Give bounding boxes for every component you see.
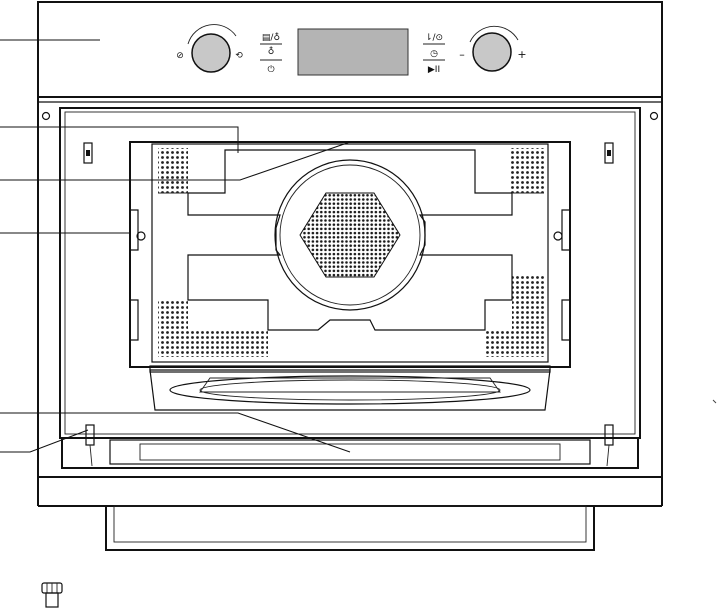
right-button-group: ⇂/⊙ ◷ ▶II [423,33,445,75]
left-knob-symbol-left: ⊘ [176,51,184,61]
minus-label: – [459,48,465,61]
screw-icon [649,111,659,121]
left-knob-symbol-right: ⟲ [235,51,243,61]
turntable [149,365,551,411]
fan-cover [274,159,426,311]
knob-icon [472,32,512,72]
right-button-1[interactable]: ⇂/⊙ [425,33,443,43]
accessory-icon [41,582,63,608]
door-hinge-icon [85,424,95,446]
door-latch-right [604,142,614,164]
oven-outer-frame [37,1,663,478]
plus-label: + [517,48,526,61]
oven-base [37,477,663,551]
vent-bottom-right-ext [485,330,512,357]
left-button-2[interactable]: ♁ [268,46,275,57]
vent-bottom-left-ext [188,330,268,357]
vent-bottom-left [158,300,188,357]
display-screen [297,28,409,76]
door-hinge-icon [604,424,614,446]
door-handle [109,439,591,465]
back-panel-emboss [187,149,513,331]
turntable-icon [169,375,531,405]
right-knob[interactable] [469,25,519,72]
door-latch-left [83,142,93,164]
right-button-3[interactable]: ▶II [428,65,440,75]
left-button-3[interactable]: ⏻ [267,64,274,75]
vent-bottom-right [512,275,544,357]
leader-lines [0,39,351,453]
right-button-2[interactable]: ◷ [430,49,438,59]
left-button-group: ▤/♁ ♁ ⏻ [260,32,282,75]
screw-icon [41,111,51,121]
left-knob[interactable] [187,24,237,73]
left-button-1[interactable]: ▤/♁ [262,32,280,43]
vent-top-left [158,148,188,193]
vent-top-right [510,148,544,193]
knob-icon [191,33,231,73]
door-handle-area [61,424,639,469]
control-panel: ⊘ ⟲ ▤/♁ ♁ ⏻ ⇂/⊙ ◷ ▶II – + [176,24,527,76]
